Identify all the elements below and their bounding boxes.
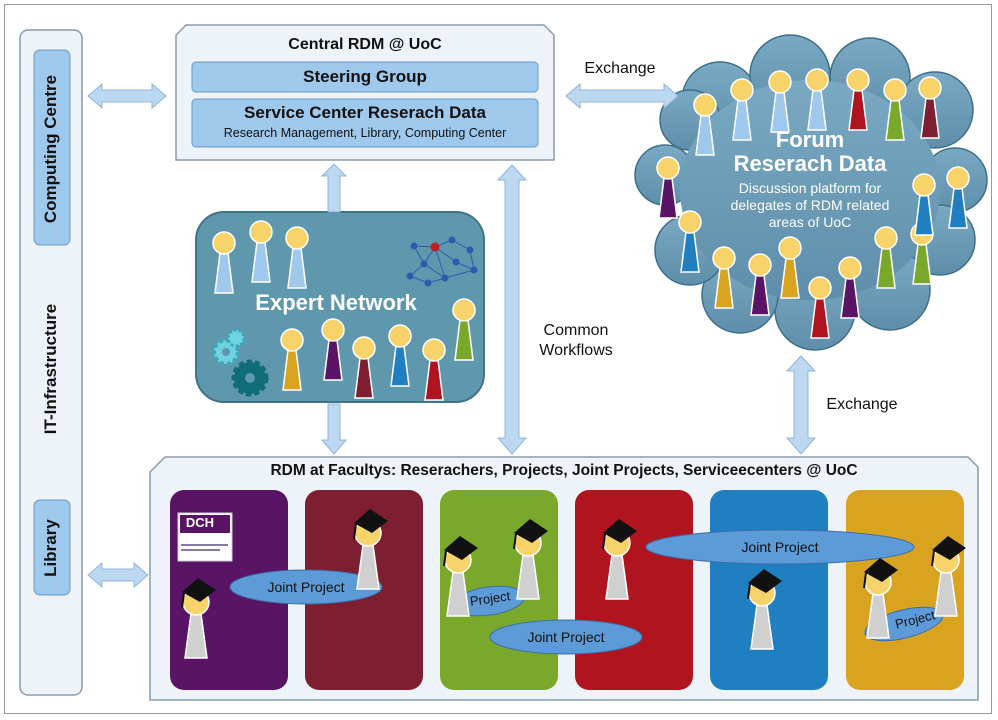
person-icon: [838, 256, 862, 319]
person-icon: [452, 298, 476, 361]
researcher-icon: [602, 519, 637, 600]
forum-desc-line1: Discussion platform for: [738, 180, 882, 196]
common-workflows-label: Common Workflows: [526, 321, 626, 361]
arrow-computing-central: [87, 82, 167, 110]
joint-project-3-label[interactable]: Joint Project: [741, 539, 819, 555]
service-center-title[interactable]: Service Center Reserach Data: [244, 103, 486, 122]
central-rdm-title: Central RDM @ UoC: [288, 36, 442, 53]
common-workflows-line1: Common: [543, 322, 609, 339]
arrow-common-workflows: [496, 164, 528, 455]
researcher-icon: [747, 569, 782, 650]
person-icon: [212, 231, 236, 294]
library-box[interactable]: [33, 499, 71, 596]
network-graph-icon: [406, 236, 478, 287]
outer-frame: [4, 4, 992, 714]
arrow-central-expert: [320, 163, 348, 213]
steering-group-box[interactable]: [191, 61, 539, 93]
service-center-box[interactable]: [191, 98, 539, 148]
arrows: [87, 82, 817, 589]
person-icon: [352, 336, 376, 399]
forum-title: Forum Reserach Data: [700, 128, 920, 176]
person-icon: [778, 236, 802, 299]
arrow-library-faculties: [87, 561, 149, 589]
arrow-exchange-right: [785, 355, 817, 455]
person-icon: [280, 328, 304, 391]
steering-group-label[interactable]: Steering Group: [303, 67, 427, 86]
joint-project-2-label[interactable]: Joint Project: [527, 629, 605, 645]
person-icon: [693, 93, 717, 156]
exchange-top-label: Exchange: [584, 60, 656, 77]
person-icon: [874, 226, 898, 289]
dch-logo-bar: [180, 515, 230, 533]
person-icon: [768, 70, 792, 133]
person-icon: [808, 276, 832, 339]
person-icon: [846, 68, 870, 131]
forum-desc-line3: areas of UoC: [768, 214, 852, 230]
dch-logo-text: DCH: [185, 515, 215, 530]
person-icon: [883, 78, 907, 141]
researcher-icon: [353, 509, 388, 590]
gears-icon: [212, 328, 269, 397]
expert-network-title: Expert Network: [255, 290, 417, 315]
person-icon: [656, 156, 680, 219]
service-center-subtitle: Research Management, Library, Computing …: [223, 126, 507, 140]
faculties-title: RDM at Facultys: Reserachers, Projects, …: [270, 462, 858, 479]
person-icon: [249, 220, 273, 283]
joint-project-ellipse-1[interactable]: [229, 569, 383, 605]
arrow-exchange-top: [565, 82, 679, 110]
person-icon: [918, 76, 942, 139]
joint-project-ellipse-3[interactable]: [645, 529, 915, 565]
forum-title-line1: Forum: [775, 127, 845, 152]
it-infrastructure-label: IT-Infrastructure: [41, 303, 60, 435]
person-icon: [321, 318, 345, 381]
forum-description: Discussion platform for delegates of RDM…: [700, 180, 920, 231]
person-icon: [422, 338, 446, 401]
person-icon: [678, 210, 702, 273]
researcher-icon: [181, 578, 216, 659]
arrow-expert-faculties: [320, 403, 348, 455]
person-icon: [912, 173, 936, 236]
researcher-icon: [513, 519, 548, 600]
researcher-icon: [931, 536, 966, 617]
researcher-icon: [443, 536, 478, 617]
person-icon: [748, 253, 772, 316]
joint-project-ellipse-2[interactable]: [489, 619, 643, 655]
exchange-right-label: Exchange: [826, 396, 898, 413]
person-icon: [388, 324, 412, 387]
person-icon: [805, 68, 829, 131]
computing-centre-label: Computing Centre: [41, 74, 60, 224]
forum-title-line2: Reserach Data: [733, 151, 887, 176]
common-workflows-line2: Workflows: [539, 342, 613, 359]
researcher-icon: [863, 558, 898, 639]
person-icon: [730, 78, 754, 141]
library-label: Library: [41, 519, 60, 577]
computing-centre-box[interactable]: [33, 49, 71, 246]
joint-project-1-label[interactable]: Joint Project: [267, 579, 345, 595]
person-icon: [712, 246, 736, 309]
person-icon: [285, 226, 309, 289]
forum-desc-line2: delegates of RDM related: [730, 197, 890, 213]
person-icon: [946, 166, 970, 229]
